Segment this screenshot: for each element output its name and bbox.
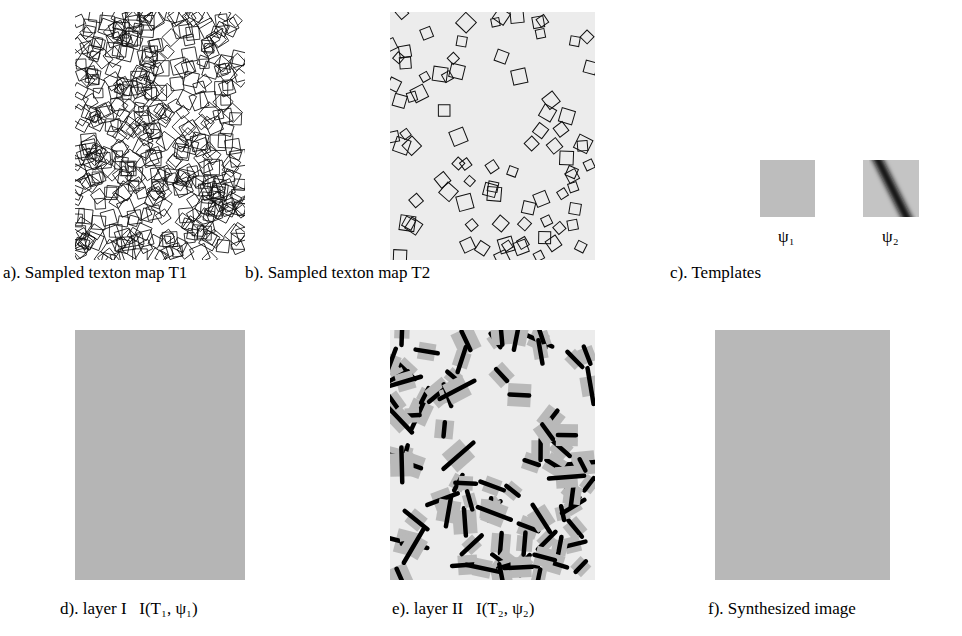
layer-two <box>390 330 595 580</box>
panel-caption: c). Templates <box>670 264 761 283</box>
panel-caption: f). Synthesized image <box>708 600 856 619</box>
texton-map-t1-content <box>75 12 245 260</box>
texton-map-t1 <box>75 12 245 260</box>
panel-caption: d). layer I I(T₁, ψ₁) <box>60 600 198 619</box>
template-label: ψ₂ <box>882 228 899 247</box>
panel-caption: a). Sampled texton map T1 <box>3 264 187 283</box>
layer-two-content <box>390 330 595 580</box>
synthesized-image-content <box>715 330 890 580</box>
template-psi2 <box>863 160 919 217</box>
panel-caption: e). layer II I(T₂, ψ₂) <box>392 600 534 619</box>
template-psi1 <box>760 160 815 217</box>
panel-caption: b). Sampled texton map T2 <box>245 264 430 283</box>
synthesized-image <box>715 330 890 580</box>
layer-one <box>75 330 245 580</box>
template-label: ψ₁ <box>778 228 795 247</box>
texton-map-t2-content <box>390 12 595 260</box>
texton-map-t2 <box>390 12 595 260</box>
